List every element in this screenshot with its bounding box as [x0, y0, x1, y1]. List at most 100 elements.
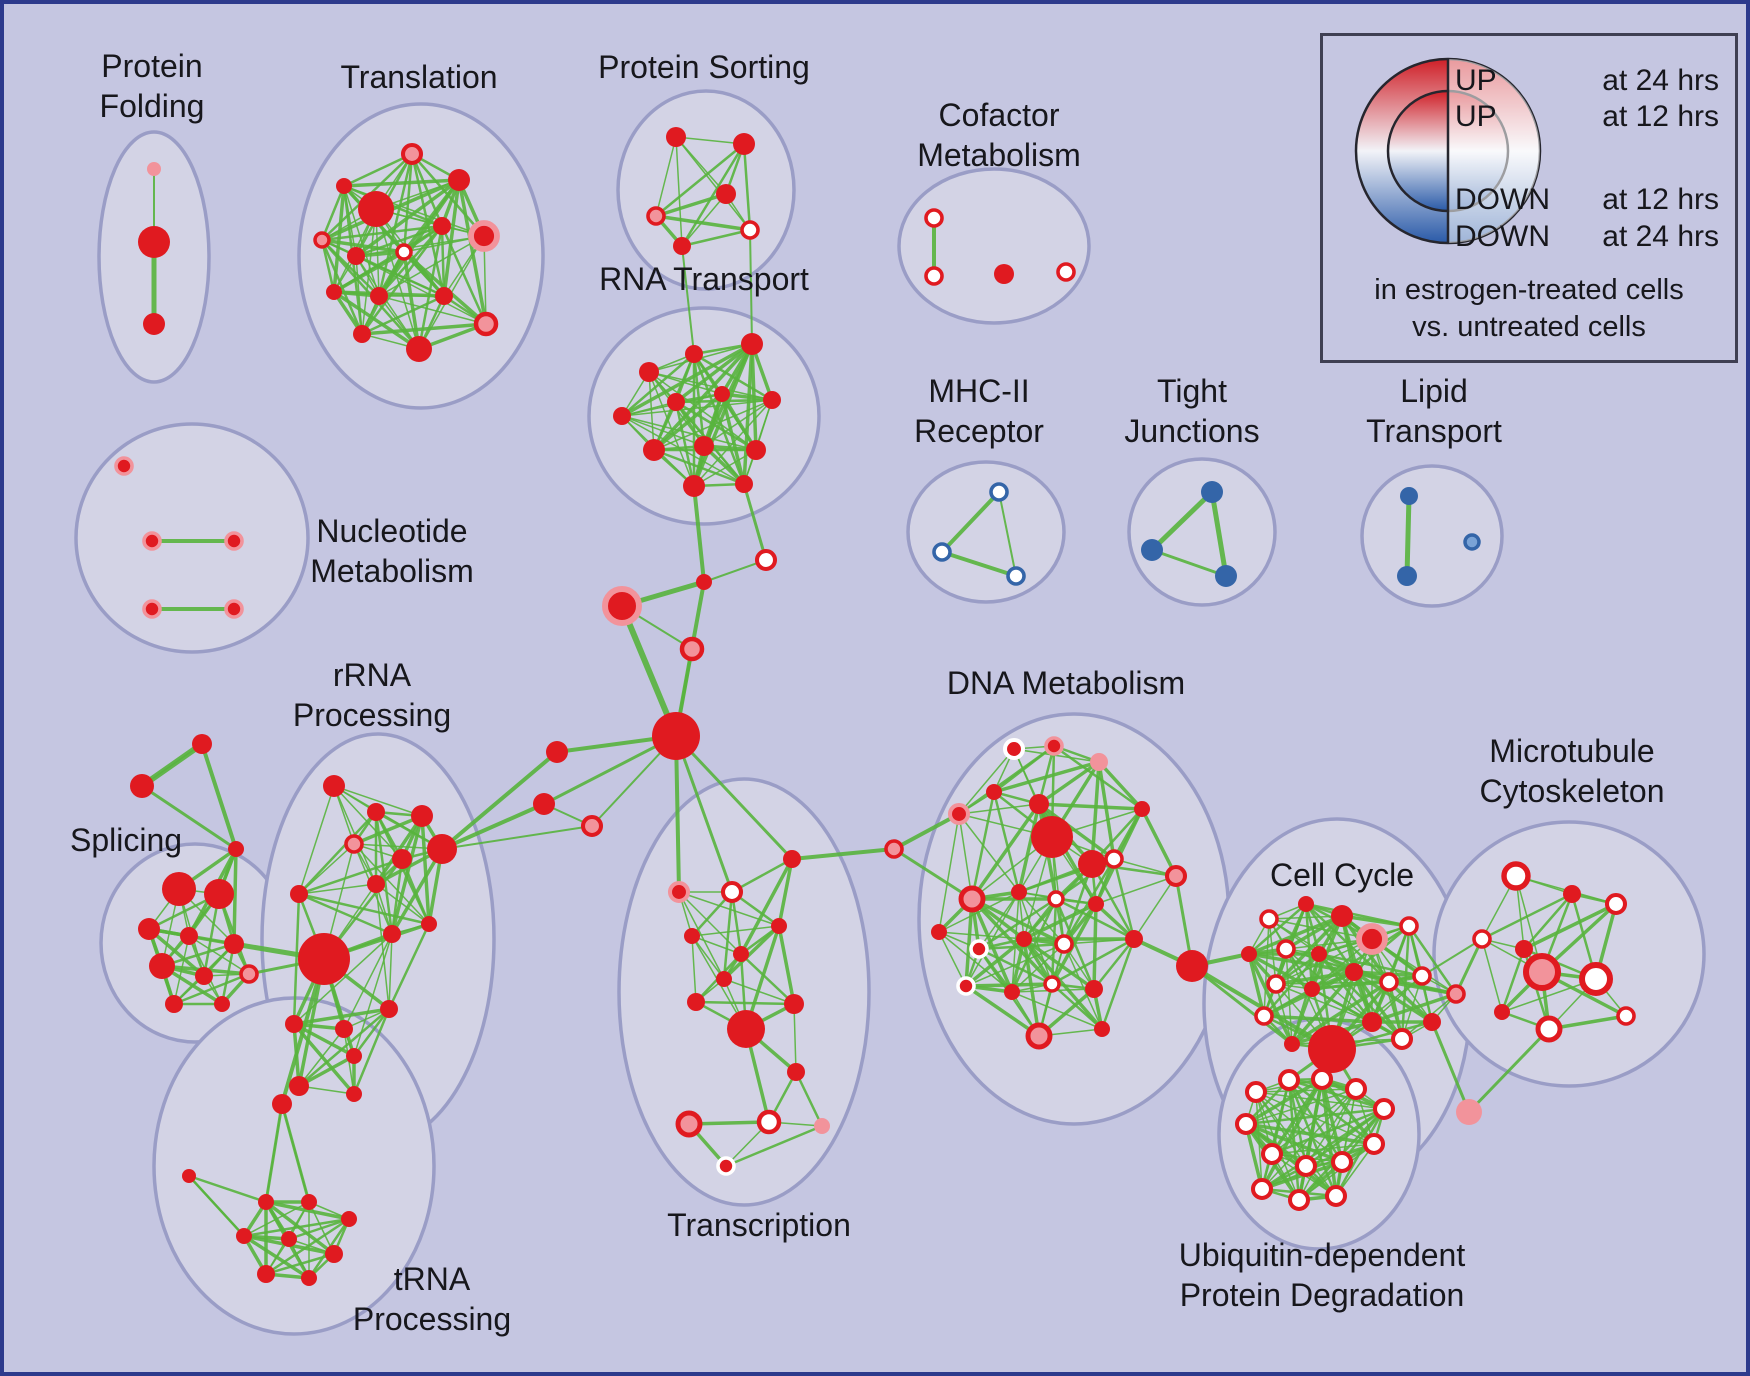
gene-node[interactable] [696, 574, 712, 590]
gene-node[interactable] [1294, 1154, 1318, 1178]
gene-node[interactable] [1298, 896, 1314, 912]
gene-node[interactable] [301, 1194, 317, 1210]
gene-node[interactable] [1390, 1027, 1414, 1051]
gene-node[interactable] [468, 220, 500, 252]
gene-node[interactable] [687, 993, 705, 1011]
gene-node[interactable] [289, 1076, 309, 1096]
gene-node[interactable] [142, 531, 162, 551]
gene-node[interactable] [1494, 1004, 1510, 1020]
gene-node[interactable] [204, 879, 234, 909]
gene-node[interactable] [546, 741, 568, 763]
gene-node[interactable] [473, 311, 499, 337]
gene-node[interactable] [1331, 905, 1353, 927]
gene-node[interactable] [1324, 1184, 1348, 1208]
gene-node[interactable] [727, 1010, 765, 1048]
gene-node[interactable] [684, 928, 700, 944]
gene-node[interactable] [613, 407, 631, 425]
gene-node[interactable] [1025, 1022, 1053, 1050]
gene-node[interactable] [406, 336, 432, 362]
gene-node[interactable] [1244, 1080, 1268, 1104]
gene-node[interactable] [395, 243, 413, 261]
gene-node[interactable] [1344, 1077, 1368, 1101]
gene-node[interactable] [380, 1000, 398, 1018]
gene-node[interactable] [1125, 930, 1143, 948]
gene-node[interactable] [138, 226, 170, 258]
gene-node[interactable] [435, 287, 453, 305]
gene-node[interactable] [1094, 1021, 1110, 1037]
gene-node[interactable] [1446, 984, 1466, 1004]
gene-node[interactable] [1362, 1012, 1382, 1032]
gene-node[interactable] [341, 1211, 357, 1227]
gene-node[interactable] [652, 712, 700, 760]
gene-node[interactable] [1330, 1150, 1354, 1174]
gene-node[interactable] [1308, 1025, 1356, 1073]
gene-node[interactable] [336, 178, 352, 194]
gene-node[interactable] [1260, 1142, 1284, 1166]
gene-node[interactable] [1164, 864, 1188, 888]
gene-node[interactable] [1241, 946, 1257, 962]
gene-node[interactable] [1006, 566, 1026, 586]
gene-node[interactable] [1423, 1013, 1441, 1031]
gene-node[interactable] [754, 548, 778, 572]
gene-node[interactable] [346, 1048, 362, 1064]
gene-node[interactable] [1031, 816, 1073, 858]
gene-node[interactable] [236, 1228, 252, 1244]
gene-node[interactable] [1134, 801, 1150, 817]
gene-node[interactable] [195, 967, 213, 985]
gene-node[interactable] [1515, 940, 1533, 958]
gene-node[interactable] [771, 918, 787, 934]
gene-node[interactable] [1085, 980, 1103, 998]
gene-node[interactable] [958, 885, 986, 913]
gene-node[interactable] [1104, 849, 1124, 869]
gene-node[interactable] [1047, 890, 1065, 908]
gene-node[interactable] [694, 436, 714, 456]
gene-node[interactable] [675, 1110, 703, 1138]
gene-node[interactable] [165, 995, 183, 1013]
gene-node[interactable] [325, 1245, 343, 1263]
gene-node[interactable] [1616, 1006, 1636, 1026]
gene-node[interactable] [1400, 487, 1418, 505]
gene-node[interactable] [180, 927, 198, 945]
gene-node[interactable] [679, 636, 705, 662]
gene-node[interactable] [1397, 566, 1417, 586]
gene-node[interactable] [1372, 1097, 1396, 1121]
gene-node[interactable] [239, 964, 259, 984]
gene-node[interactable] [533, 793, 555, 815]
gene-node[interactable] [1201, 481, 1223, 503]
gene-node[interactable] [1016, 931, 1032, 947]
gene-node[interactable] [1472, 929, 1492, 949]
gene-node[interactable] [733, 133, 755, 155]
gene-node[interactable] [313, 231, 331, 249]
gene-node[interactable] [787, 1063, 805, 1081]
gene-node[interactable] [224, 599, 244, 619]
gene-node[interactable] [735, 475, 753, 493]
gene-node[interactable] [884, 839, 904, 859]
gene-node[interactable] [716, 971, 732, 987]
gene-node[interactable] [367, 803, 385, 821]
gene-node[interactable] [1056, 262, 1076, 282]
gene-node[interactable] [956, 976, 976, 996]
gene-node[interactable] [344, 834, 364, 854]
gene-node[interactable] [1362, 1132, 1386, 1156]
gene-node[interactable] [784, 994, 804, 1014]
gene-node[interactable] [666, 127, 686, 147]
gene-node[interactable] [1054, 934, 1074, 954]
gene-node[interactable] [147, 162, 161, 176]
gene-node[interactable] [411, 805, 433, 827]
gene-node[interactable] [1412, 966, 1432, 986]
gene-node[interactable] [335, 1020, 353, 1038]
gene-node[interactable] [1501, 861, 1531, 891]
gene-node[interactable] [347, 247, 365, 265]
gene-node[interactable] [667, 393, 685, 411]
gene-node[interactable] [986, 784, 1002, 800]
gene-node[interactable] [1304, 981, 1320, 997]
gene-node[interactable] [1356, 923, 1388, 955]
gene-node[interactable] [740, 220, 760, 240]
gene-node[interactable] [383, 925, 401, 943]
gene-node[interactable] [1311, 946, 1327, 962]
gene-node[interactable] [924, 266, 944, 286]
gene-node[interactable] [142, 599, 162, 619]
gene-node[interactable] [298, 933, 350, 985]
gene-node[interactable] [989, 482, 1009, 502]
gene-node[interactable] [224, 934, 244, 954]
